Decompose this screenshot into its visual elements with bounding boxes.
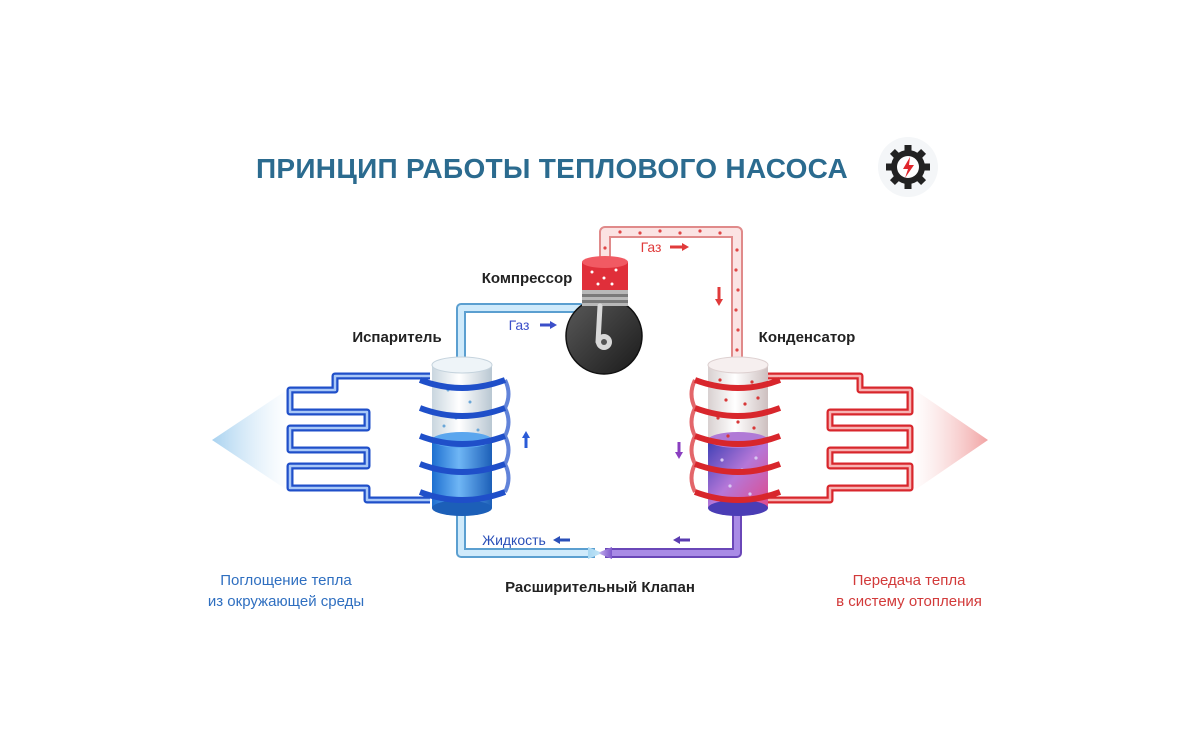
condenser <box>689 356 782 516</box>
expansion-valve-label: Расширительный Клапан <box>505 579 695 596</box>
expansion-valve-shape <box>588 547 612 559</box>
liquid-label: Жидкость <box>482 532 546 548</box>
heat-release-arrow <box>912 318 988 560</box>
left-caption-line1: Поглощение тепла <box>220 572 352 589</box>
gear-lightning-icon <box>878 137 938 197</box>
condenser-coil <box>768 372 914 504</box>
evaporator-label: Испаритель <box>352 329 441 346</box>
liquid-pipe <box>456 510 742 559</box>
hot-gas-label: Газ <box>641 239 662 255</box>
compressor <box>565 256 643 375</box>
hot-gas-pipe <box>599 226 743 365</box>
heat-absorb-arrow <box>212 318 290 560</box>
right-caption-line2: в систему отопления <box>836 593 982 610</box>
condenser-label: Конденсатор <box>759 329 856 346</box>
right-caption-line1: Передача тепла <box>853 572 966 589</box>
compressor-label: Компрессор <box>482 270 573 287</box>
left-caption-line2: из окружающей среды <box>208 593 364 610</box>
cold-gas-label: Газ <box>509 317 530 333</box>
evaporator-coil <box>286 372 430 504</box>
evaporator <box>418 356 511 516</box>
page-title: ПРИНЦИП РАБОТЫ ТЕПЛОВОГО НАСОСА <box>256 153 848 184</box>
flow-arrows <box>522 243 723 544</box>
